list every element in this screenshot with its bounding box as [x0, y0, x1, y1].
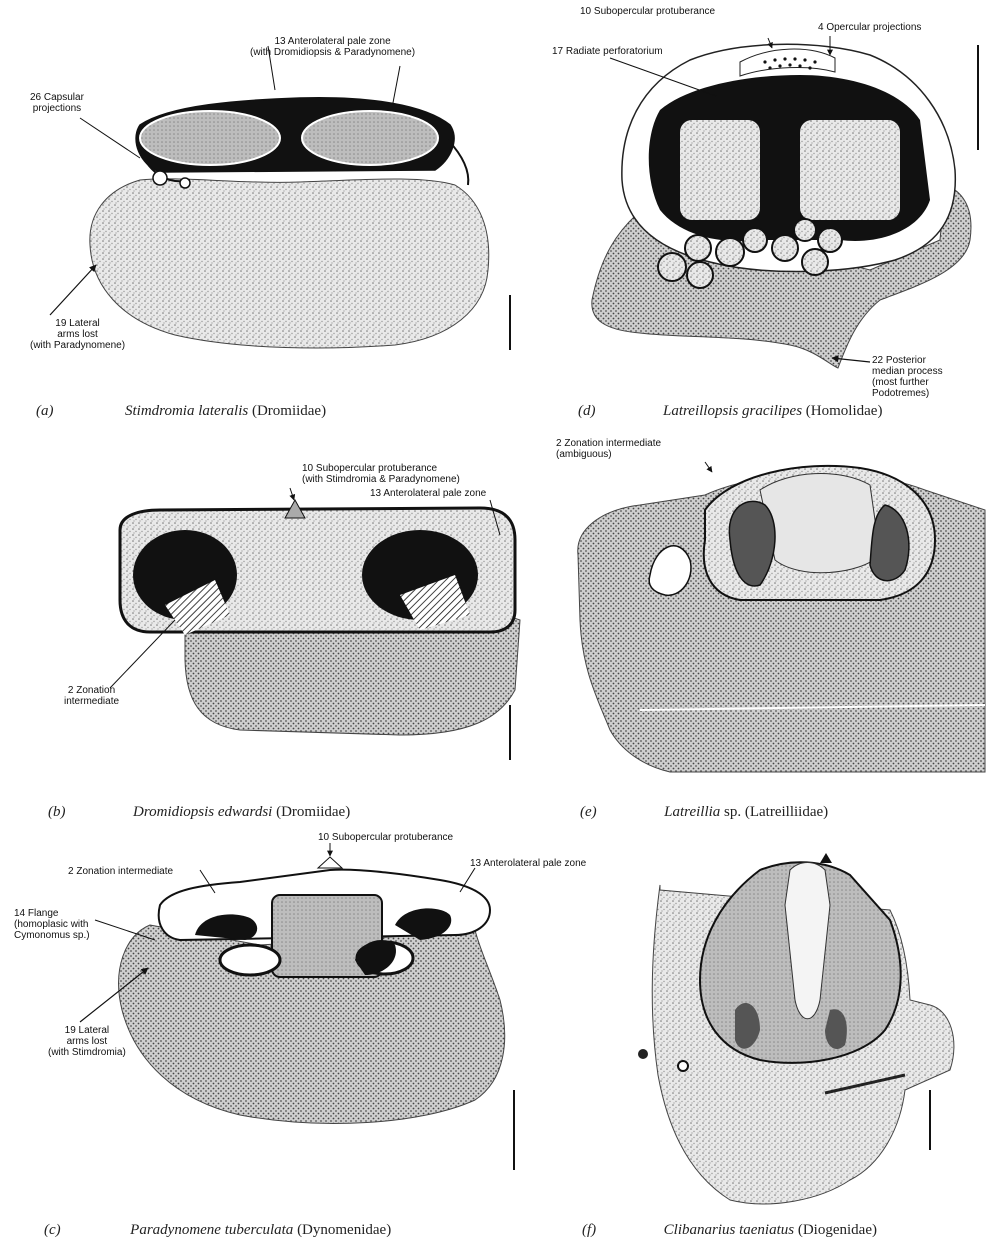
panel-a-drawing [50, 46, 510, 350]
caption-b-family: (Dromiidae) [276, 804, 350, 820]
caption-b: (b) Dromidiopsis edwardsi (Dromiidae) [48, 804, 350, 821]
label-d-subopercular-protuberance: 10 Subopercular protuberance [580, 6, 715, 17]
caption-a-letter: (a) [36, 403, 54, 419]
panel-b-drawing [110, 488, 520, 760]
caption-c-species: Paradynomene tuberculata [130, 1222, 293, 1238]
caption-f-letter: (f) [582, 1222, 596, 1238]
caption-e-letter: (e) [580, 804, 597, 820]
panel-d-drawing [592, 36, 978, 368]
label-a-lateral-arms-lost: 19 Lateral arms lost (with Paradynomene) [30, 318, 125, 351]
label-b-anterolateral-pale-zone: 13 Anterolateral pale zone [370, 488, 486, 499]
label-c-lateral-arms-lost: 19 Lateral arms lost (with Stimdromia) [48, 1025, 126, 1058]
panel-f-drawing [638, 853, 954, 1204]
panel-e-drawing [578, 462, 985, 772]
caption-d: (d) Latreillopsis gracilipes (Homolidae) [578, 403, 882, 420]
label-c-subopercular-protuberance: 10 Subopercular protuberance [318, 832, 453, 843]
caption-b-letter: (b) [48, 804, 66, 820]
label-a-anterolateral-pale-zone: 13 Anterolateral pale zone (with Dromidi… [250, 36, 415, 58]
label-c-anterolateral-pale-zone: 13 Anterolateral pale zone [470, 858, 586, 869]
caption-b-species: Dromidiopsis edwardsi [133, 804, 272, 820]
label-d-radiate-perforatorium: 17 Radiate perforatorium [552, 46, 663, 57]
caption-d-letter: (d) [578, 403, 596, 419]
label-e-zonation-intermediate: 2 Zonation intermediate (ambiguous) [556, 438, 661, 460]
caption-e-species: Latreillia [664, 804, 720, 820]
caption-d-family: (Homolidae) [806, 403, 883, 419]
label-d-posterior-median-process: 22 Posterior median process (most furthe… [872, 355, 943, 399]
label-c-zonation-intermediate: 2 Zonation intermediate [68, 866, 173, 877]
caption-a-species: Stimdromia lateralis [125, 403, 248, 419]
caption-c-letter: (c) [44, 1222, 61, 1238]
caption-a-family: (Dromiidae) [252, 403, 326, 419]
caption-e: (e) Latreillia sp. (Latreilliidae) [580, 804, 828, 821]
label-c-flange: 14 Flange (homoplasic with Cymonomus sp.… [14, 908, 90, 941]
caption-d-species: Latreillopsis gracilipes [663, 403, 802, 419]
caption-c: (c) Paradynomene tuberculata (Dynomenida… [44, 1222, 391, 1239]
label-b-zonation-intermediate: 2 Zonation intermediate [64, 685, 119, 707]
label-d-opercular-projections: 4 Opercular projections [818, 22, 921, 33]
label-a-capsular-projections: 26 Capsular projections [30, 92, 84, 114]
label-b-subopercular-protuberance: 10 Subopercular protuberance (with Stimd… [302, 463, 460, 485]
panel-c-drawing [80, 843, 514, 1170]
caption-f: (f) Clibanarius taeniatus (Diogenidae) [582, 1222, 877, 1239]
caption-c-family: (Dynomenidae) [297, 1222, 391, 1238]
caption-a: (a) Stimdromia lateralis (Dromiidae) [36, 403, 326, 420]
caption-e-family: sp. (Latreilliidae) [724, 804, 828, 820]
caption-f-species: Clibanarius taeniatus [664, 1222, 794, 1238]
caption-f-family: (Diogenidae) [798, 1222, 877, 1238]
